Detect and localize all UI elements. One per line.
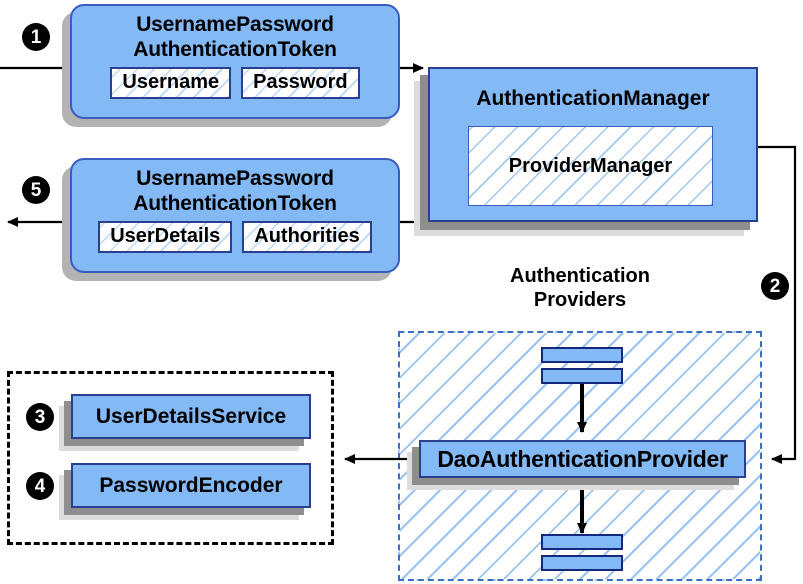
dao-authentication-provider: DaoAuthenticationProvider [419, 440, 746, 478]
step-badge-5: 5 [22, 176, 50, 204]
step-badge-1: 1 [22, 23, 50, 51]
response-token-title-line2: AuthenticationToken [133, 192, 337, 215]
step-badge-3: 3 [26, 403, 54, 431]
request-token-title: UsernamePassword AuthenticationToken [72, 6, 398, 62]
response-token-card: UsernamePassword AuthenticationToken Use… [70, 158, 400, 273]
response-token-title-line1: UsernamePassword [136, 167, 334, 190]
provider-placeholder-bar [541, 534, 623, 550]
request-token-card: UsernamePassword AuthenticationToken Use… [70, 4, 400, 119]
providers-title-line1: Authentication [510, 265, 650, 287]
userdetailsservice-node: UserDetailsService [71, 394, 311, 439]
request-token-fields: Username Password [72, 62, 398, 99]
field-username: Username [110, 67, 232, 99]
field-password: Password [241, 67, 360, 99]
provider-manager-box: ProviderManager [468, 126, 713, 206]
provider-placeholder-bar [541, 368, 623, 384]
response-token-fields: UserDetails Authorities [72, 216, 398, 253]
provider-placeholder-bar [541, 555, 623, 571]
provider-placeholder-bar [541, 347, 623, 363]
connector-manager-to-provider [758, 145, 797, 464]
passwordencoder-node: PasswordEncoder [71, 463, 311, 508]
providers-title: Authentication Providers [460, 264, 700, 312]
request-token-title-line1: UsernamePassword [136, 13, 334, 36]
step-badge-2: 2 [761, 272, 789, 300]
step-badge-4: 4 [26, 472, 54, 500]
providers-title-line2: Providers [533, 289, 627, 311]
request-token-title-line2: AuthenticationToken [133, 38, 337, 61]
field-userdetails: UserDetails [98, 221, 233, 253]
field-authorities: Authorities [242, 221, 372, 253]
auth-manager-label: AuthenticationManager [476, 87, 710, 110]
response-token-title: UsernamePassword AuthenticationToken [72, 160, 398, 216]
